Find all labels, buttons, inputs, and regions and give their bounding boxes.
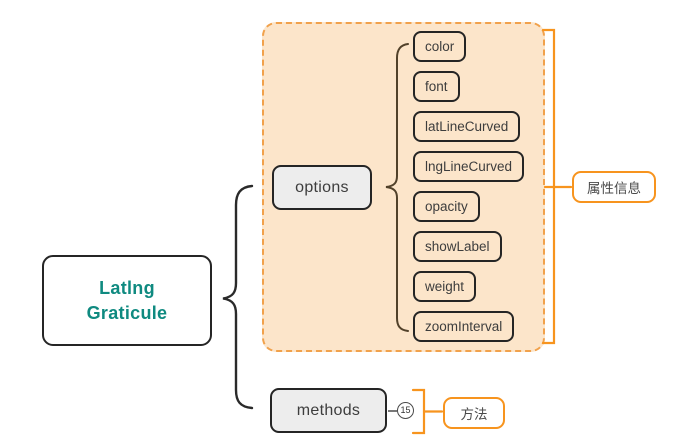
collapse-count-text: 15 [400, 405, 411, 415]
option-node-font[interactable]: font [413, 71, 460, 102]
option-node-opacity[interactable]: opacity [413, 191, 480, 222]
option-node-weight[interactable]: weight [413, 271, 477, 302]
option-label: lngLineCurved [425, 159, 513, 174]
collapse-count-badge[interactable]: 15 [397, 402, 414, 419]
summary-label-methods[interactable]: 方法 [443, 397, 505, 429]
option-label: font [425, 79, 448, 94]
option-node-latlinecurved[interactable]: latLineCurved [413, 111, 521, 142]
option-node-lnglinecurved[interactable]: lngLineCurved [413, 151, 525, 182]
root-curly-brace [222, 184, 254, 410]
methods-label: methods [296, 401, 361, 419]
option-label: color [425, 39, 455, 54]
node-root-topic[interactable]: Latlng Graticule [42, 255, 212, 346]
option-label: zoomInterval [425, 319, 503, 334]
node-options[interactable]: options [272, 165, 372, 210]
summary-methods-text: 方法 [460, 407, 488, 422]
option-label: showLabel [425, 239, 490, 254]
option-label: weight [425, 279, 465, 294]
methods-summary-bracket [411, 388, 426, 435]
options-label: options [295, 178, 349, 196]
root-topic-label: Latlng Graticule [86, 278, 168, 323]
summary-label-attributes[interactable]: 属性信息 [572, 171, 656, 203]
summary-attributes-text: 属性信息 [587, 181, 641, 196]
node-methods[interactable]: methods [270, 388, 387, 433]
option-node-showlabel[interactable]: showLabel [413, 231, 502, 262]
option-label: opacity [425, 199, 468, 214]
option-node-color[interactable]: color [413, 31, 467, 62]
option-node-zoominterval[interactable]: zoomInterval [413, 311, 515, 342]
option-label: latLineCurved [425, 119, 509, 134]
